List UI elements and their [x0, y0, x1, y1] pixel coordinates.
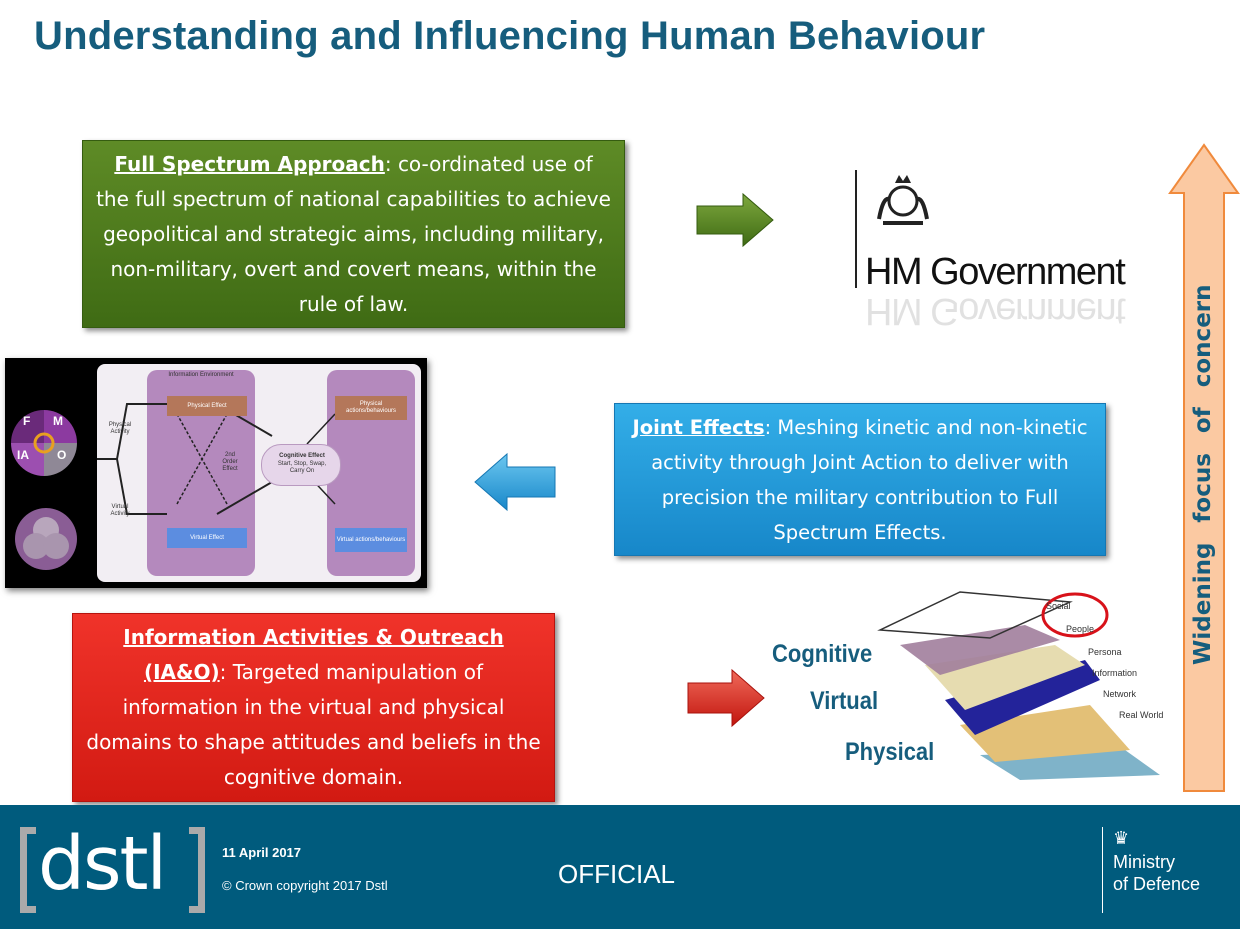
cognitive-effect-label: Cognitive Effect	[279, 453, 325, 459]
quadrant-ia: IA	[17, 448, 29, 462]
mod-line1: Ministry	[1113, 852, 1175, 872]
mod-crest-icon: ♛	[1113, 828, 1130, 848]
joint-effects-heading: Joint Effects	[632, 415, 765, 439]
ia-o-body: : Targeted manipulation of information i…	[86, 660, 541, 789]
physical-label: Physical	[845, 738, 935, 766]
footer: dstl 11 April 2017 © Crown copyright 201…	[0, 805, 1240, 929]
joint-action-wheel-icon	[11, 410, 77, 476]
quadrant-f: F	[23, 414, 31, 428]
layers-graphic	[877, 591, 1160, 780]
second-order-effect-label: 2nd Order Effect	[222, 452, 238, 472]
joint-effects-box: Joint Effects: Meshing kinetic and non-k…	[614, 403, 1106, 556]
cognitive-effect-cloud: Cognitive Effect Start, Stop, Swap, Carr…	[261, 444, 341, 486]
hm-government-logo: HM Government HM Government	[855, 165, 1137, 332]
full-spectrum-box: Full Spectrum Approach: co-ordinated use…	[82, 140, 625, 328]
green-arrow-right-icon	[696, 192, 774, 248]
joint-effects-body: : Meshing kinetic and non-kinetic activi…	[651, 415, 1088, 544]
domain-layers-illustration: Cognitive Virtual Physical Social People…	[770, 590, 1170, 780]
mod-logo: ♛ Ministry of Defence	[1102, 827, 1200, 913]
dstl-logo-text: dstl	[38, 821, 167, 907]
red-arrow-right-icon	[687, 668, 765, 728]
virtual-effect-box: Virtual Effect	[167, 528, 247, 548]
virtual-label: Virtual	[810, 687, 879, 715]
tag-real-world: Real World	[1119, 710, 1164, 720]
hm-government-reflection: HM Government	[865, 290, 1125, 332]
dstl-logo: dstl	[20, 821, 205, 913]
tag-information: Information	[1092, 668, 1138, 678]
footer-date: 11 April 2017	[222, 845, 302, 860]
quadrant-m: M	[53, 414, 63, 428]
tag-network: Network	[1103, 689, 1137, 699]
ia-o-box: Information Activities & Outreach (IA&O)…	[72, 613, 555, 802]
information-environment-label: Information Environment	[168, 372, 234, 378]
blue-arrow-left-icon	[474, 452, 556, 512]
physical-effect-box: Physical Effect	[167, 396, 247, 416]
influence-circles-icon	[15, 508, 77, 570]
full-spectrum-heading: Full Spectrum Approach	[114, 151, 385, 176]
tag-persona: Persona	[1088, 647, 1122, 657]
slide-title: Understanding and Influencing Human Beha…	[34, 14, 986, 58]
footer-copyright: © Crown copyright 2017 Dstl	[222, 878, 388, 893]
joint-action-diagram: F M IA O Information Environment Physica…	[5, 358, 427, 588]
royal-crest-icon	[877, 175, 929, 225]
classification-label: OFFICIAL	[558, 859, 676, 889]
tag-people: People	[1066, 624, 1095, 634]
mod-line2: of Defence	[1113, 874, 1201, 894]
virtual-activity-label: Virtual Activity	[110, 504, 130, 517]
cognitive-label: Cognitive	[772, 640, 873, 668]
cognitive-effect-sub: Start, Stop, Swap, Carry On	[277, 461, 327, 474]
full-spectrum-body: : co-ordinated use of the full spectrum …	[96, 151, 611, 316]
quadrant-o: O	[57, 448, 67, 462]
physical-actions-box: Physical actions/behaviours	[335, 396, 407, 420]
tag-social: Social	[1046, 601, 1071, 611]
widening-focus-label: Widening focus of concern	[1190, 284, 1216, 666]
hm-government-text: HM Government	[865, 251, 1126, 293]
physical-activity-label: Physical Activity	[108, 422, 132, 435]
virtual-actions-box: Virtual actions/behaviours	[335, 528, 407, 552]
widening-focus-arrow-icon	[1168, 143, 1240, 792]
ia-o-heading: Information Activities & Outreach (IA&O)	[123, 625, 504, 684]
